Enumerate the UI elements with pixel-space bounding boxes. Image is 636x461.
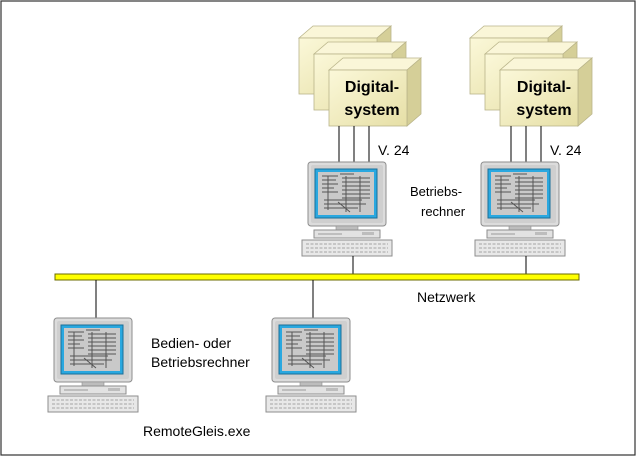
- bedien-computer-2: [265, 317, 357, 413]
- digital-system-2-label-line1: Digital-: [517, 79, 571, 96]
- digital-system-1-label-line1: Digital-: [345, 79, 399, 96]
- digital-system-2: Digital- system: [469, 25, 593, 127]
- digital-system-1-label-line2: system: [344, 102, 399, 119]
- network-label: Netzwerk: [417, 289, 476, 305]
- digital-system-1: Digital- system: [298, 25, 422, 127]
- bedien-computer-1: [47, 317, 139, 413]
- top-network-drops: [352, 256, 527, 274]
- network-bus: [54, 273, 580, 281]
- bedien-label-line1: Bedien- oder: [151, 335, 232, 351]
- v24-label-1: V. 24: [378, 142, 410, 158]
- digital-system-2-label-line2: system: [516, 102, 571, 119]
- bedien-label-line2: Betriebsrechner: [151, 354, 250, 370]
- remote-exe-label: RemoteGleis.exe: [143, 423, 251, 439]
- betriebsrechner-label-line2: rechner: [421, 204, 466, 219]
- betriebsrechner-label-line1: Betriebs-: [410, 184, 462, 199]
- v24-cables-2: [510, 126, 542, 164]
- bottom-network-drops: [95, 280, 314, 318]
- betriebsrechner-computer-2: [474, 161, 566, 257]
- betriebsrechner-computer-1: [301, 161, 393, 257]
- v24-label-2: V. 24: [550, 142, 582, 158]
- v24-cables-1: [338, 126, 370, 164]
